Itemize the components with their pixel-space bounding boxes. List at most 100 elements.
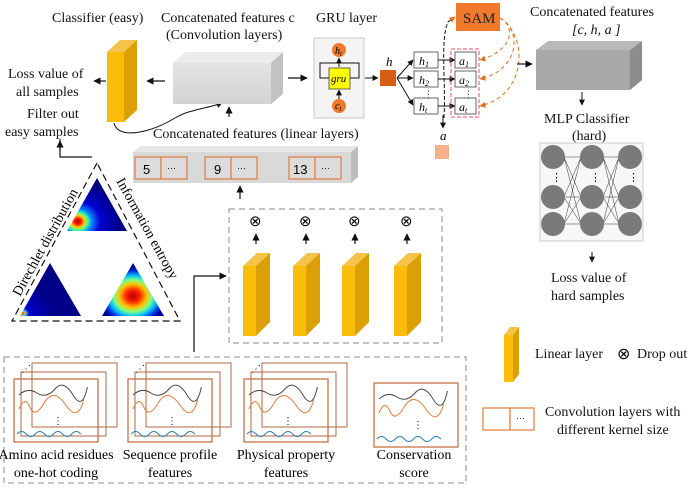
line-triangle-to-filter <box>59 139 92 158</box>
final-concat-title-line2: [c, h, a ] <box>572 23 621 38</box>
linear-layer-top <box>342 253 369 266</box>
mlp-neuron <box>541 185 565 209</box>
input-label-line2: features <box>264 466 308 481</box>
mlp-title-line1: MLP Classifier <box>544 112 630 127</box>
sam-label: SAM <box>463 11 496 27</box>
kernel-more: ··· <box>321 163 330 173</box>
stack-ellipsis-icon: ⋰ <box>21 364 31 375</box>
attention-weight-t: at <box>454 97 477 115</box>
legend-linear-top <box>504 327 519 335</box>
legend-linear-icon <box>504 335 513 382</box>
conv-box-front <box>173 63 271 104</box>
linear-layer-side <box>256 253 270 336</box>
legend: Linear layer ⊗ Drop out ··· Convolution … <box>482 327 687 438</box>
feature-curve-orange <box>18 395 85 414</box>
feature-layer-front <box>127 378 213 443</box>
conv-box-top <box>173 52 283 63</box>
feature-layer-front <box>373 382 459 448</box>
attn-ellipsis: ⋮ <box>464 89 473 99</box>
gru-cell-label: gru <box>331 73 347 85</box>
linear-layer-side <box>407 253 421 336</box>
legend-dropout-icon: ⊗ <box>617 346 630 363</box>
feature-ellipsis: ⋮ <box>167 416 177 427</box>
h-label: h <box>386 54 393 69</box>
legend-conv-line2: different kernel size <box>557 423 669 438</box>
filter-line1: Filter out <box>27 107 79 122</box>
feature-layer-back <box>261 362 348 428</box>
kernel-more: ··· <box>237 163 246 173</box>
h-vector <box>380 70 396 86</box>
kernel-size-13: 13 <box>293 162 307 177</box>
legend-conv-box-2 <box>509 407 535 431</box>
mlp-edge <box>563 156 582 225</box>
conv-concat-title-line2: (Convolution layers) <box>166 28 283 43</box>
attention-weight-1: a1 <box>454 51 477 69</box>
classifier-easy-front <box>107 52 124 122</box>
mlp-neuron <box>580 212 604 236</box>
feature-ellipsis: ⋮ <box>53 416 63 427</box>
input-label-line1: Sequence profile <box>123 448 217 463</box>
kernel-group-9: 9 ··· <box>204 156 258 180</box>
stack-ellipsis-icon: ⋰ <box>251 364 261 375</box>
mlp-title-line2: (hard) <box>572 129 607 144</box>
mlp-ellipsis: ⋮ <box>590 172 601 184</box>
linear-concat-title: Concatenated features (linear layers) <box>153 127 359 142</box>
svg-text:at: at <box>459 100 468 115</box>
a-label: a <box>440 128 447 143</box>
input-label-line1: Amino acid residues <box>0 448 114 463</box>
feature-curve-blue <box>246 431 312 437</box>
kernel-size-9: 9 <box>214 162 221 177</box>
classifier-easy-title: Classifier (easy) <box>52 11 144 26</box>
linear-layer: ⊗ <box>293 213 320 336</box>
input-label-line2: one-hot coding <box>14 466 98 481</box>
loss-hard-line2: hard samples <box>551 289 624 304</box>
hidden-state-2: h2 <box>413 70 439 88</box>
feature-layer-middle <box>20 371 107 437</box>
gru-output-label: ht <box>335 46 343 58</box>
input-label-line1: Conservation <box>377 448 452 463</box>
mlp-neuron <box>541 212 565 236</box>
gru-output-node <box>332 43 346 57</box>
feature-curve-gray <box>248 384 318 402</box>
linear-layers-frame <box>228 208 443 344</box>
linear-concat: Concatenated features (linear layers) 5 … <box>133 127 359 199</box>
arrow-h-ht <box>396 77 414 106</box>
heatmap-top <box>67 178 127 231</box>
linear-layer-front <box>342 266 355 336</box>
linear-bar-side <box>351 146 358 183</box>
linear-layer-top <box>394 253 421 266</box>
mlp-edge <box>602 156 620 225</box>
mlp-edge <box>602 196 620 225</box>
input-feature: ⋰ ⋮ Amino acid residues one-hot coding <box>0 362 118 481</box>
kernel-group-13: 13 ··· <box>288 156 342 180</box>
feature-layer-front <box>13 378 99 443</box>
a-vector <box>435 145 449 159</box>
svg-text:h2: h2 <box>419 73 429 88</box>
mlp-neuron <box>541 145 565 169</box>
loss-hard-line1: Loss value of <box>551 271 627 286</box>
attention-weight-2: a2 <box>454 70 477 88</box>
legend-dropout-label: Drop out <box>637 347 687 362</box>
conv-concat-title-line1: Concatenated features c <box>161 11 295 26</box>
gru-layer: GRU layer ht gru ct h <box>313 11 396 119</box>
classifier-easy-top <box>107 40 137 52</box>
linear-layer: ⊗ <box>342 213 369 336</box>
feature-layer-back <box>31 362 118 428</box>
linear-bar-top <box>133 146 358 152</box>
dropout-icon: ⊗ <box>400 213 413 230</box>
svg-text:a1: a1 <box>459 54 469 69</box>
mlp-neuron <box>618 145 642 169</box>
linear-layer-stack: ⊗⊗⊗⊗ <box>243 213 421 336</box>
classifier-easy-side <box>124 40 137 122</box>
dashed-arrow-to-sam <box>443 16 456 119</box>
input-feature-list: ⋰ ⋮ Amino acid residues one-hot coding ⋰ ⋮ Seq… <box>0 362 459 481</box>
heatmap-bottom-right <box>102 263 164 316</box>
mlp-ellipsis: ⋮ <box>551 172 562 184</box>
mlp-neuron <box>618 212 642 236</box>
dropout-icon: ⊗ <box>249 213 262 230</box>
final-box-top <box>536 41 642 50</box>
mlp-classifier: MLP Classifier (hard) ⋮⋮⋮ Loss value of … <box>539 112 644 304</box>
sam-to-a1 <box>479 17 510 62</box>
